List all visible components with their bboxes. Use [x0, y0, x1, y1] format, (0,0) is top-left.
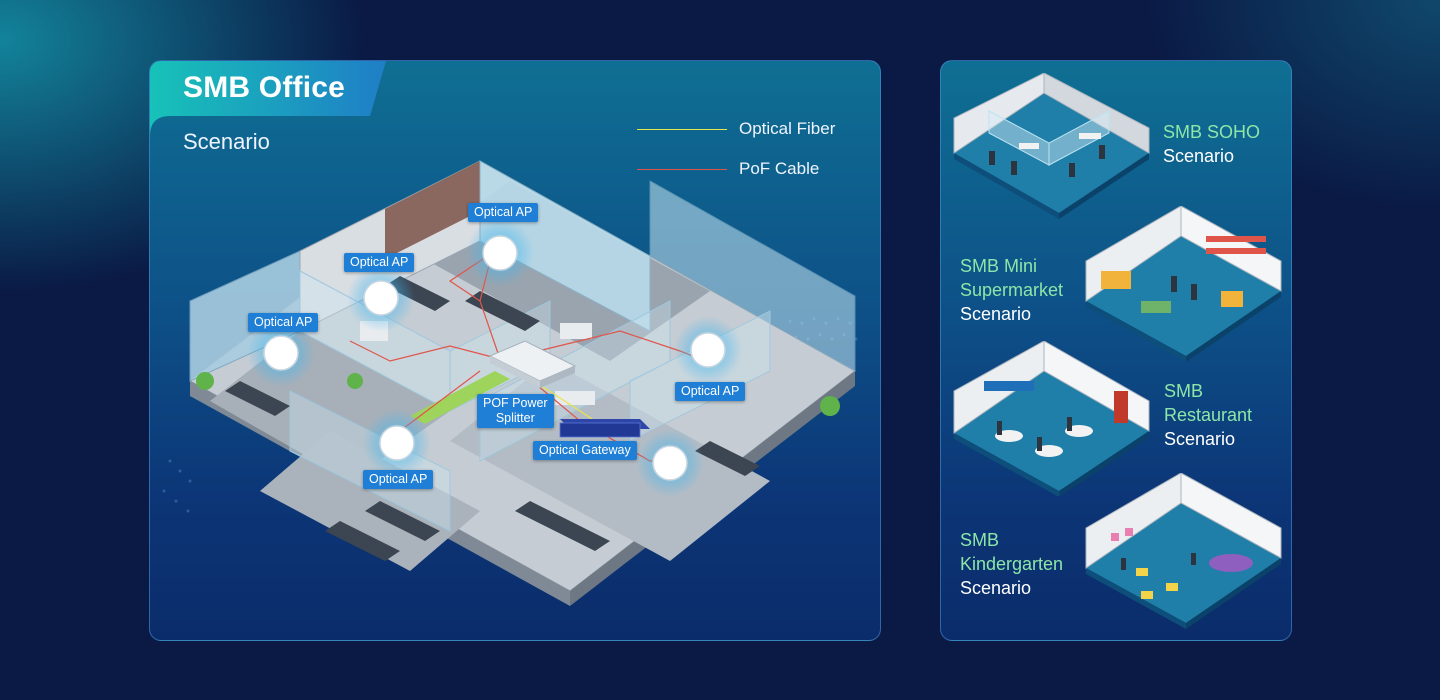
- scenario-word: Scenario: [960, 578, 1032, 598]
- optical-fiber-swatch: [637, 128, 727, 130]
- scenario-name-line: SMB: [960, 530, 1000, 550]
- optical-ap-tag: Optical AP: [675, 382, 746, 401]
- optical-ap-tag: Optical AP: [248, 313, 319, 332]
- legend-label: PoF Cable: [739, 159, 820, 178]
- pof-power-splitter-tag: POF Power Splitter: [477, 394, 554, 428]
- scenario-word: Scenario: [960, 304, 1032, 324]
- legend-item-optical-fiber: Optical Fiber: [637, 119, 835, 139]
- scenario-label-kindergarten: SMB Kindergarten Scenario: [960, 528, 1063, 600]
- scenario-label-soho: SMB SOHO Scenario: [1163, 120, 1260, 168]
- optical-gateway-tag: Optical Gateway: [533, 441, 637, 460]
- optical-ap-tag: Optical AP: [344, 253, 415, 272]
- legend-label: Optical Fiber: [739, 119, 836, 138]
- soho-scenario-illustration: [953, 73, 1150, 219]
- title-banner: [150, 61, 386, 136]
- scenario-word: Scenario: [1163, 146, 1235, 166]
- scenario-name-line: Restaurant: [1164, 405, 1253, 425]
- scenario-name-line: Kindergarten: [960, 554, 1064, 574]
- scenario-label-restaurant: SMB Restaurant Scenario: [1164, 379, 1252, 451]
- supermarket-scenario-illustration: [1085, 206, 1282, 361]
- other-scenarios-panel: SMB SOHO Scenario SMB Mini Supermarket S…: [940, 60, 1292, 641]
- page-subtitle: Scenario: [183, 129, 270, 154]
- page-title: SMB Office: [183, 71, 346, 104]
- scenario-name-line: Supermarket: [960, 280, 1064, 300]
- restaurant-scenario-illustration: [953, 341, 1150, 496]
- scenario-name-line: SMB: [1164, 381, 1204, 401]
- optical-ap-tag: Optical AP: [363, 470, 434, 489]
- optical-ap-tag: Optical AP: [468, 203, 539, 222]
- scenario-name-line: SMB SOHO: [1163, 122, 1261, 142]
- tag-line: Splitter: [495, 411, 535, 425]
- scenario-name-line: SMB Mini: [960, 256, 1038, 276]
- legend-item-pof-cable: PoF Cable: [637, 159, 819, 179]
- tag-line: POF Power: [483, 396, 548, 410]
- scenario-word: Scenario: [1164, 429, 1236, 449]
- scenario-label-mini-supermarket: SMB Mini Supermarket Scenario: [960, 254, 1063, 326]
- pof-cable-swatch: [637, 168, 727, 170]
- office-scenario-panel: SMB Office Scenario Optical Fiber PoF Ca…: [149, 60, 881, 641]
- kindergarten-scenario-illustration: [1085, 473, 1282, 629]
